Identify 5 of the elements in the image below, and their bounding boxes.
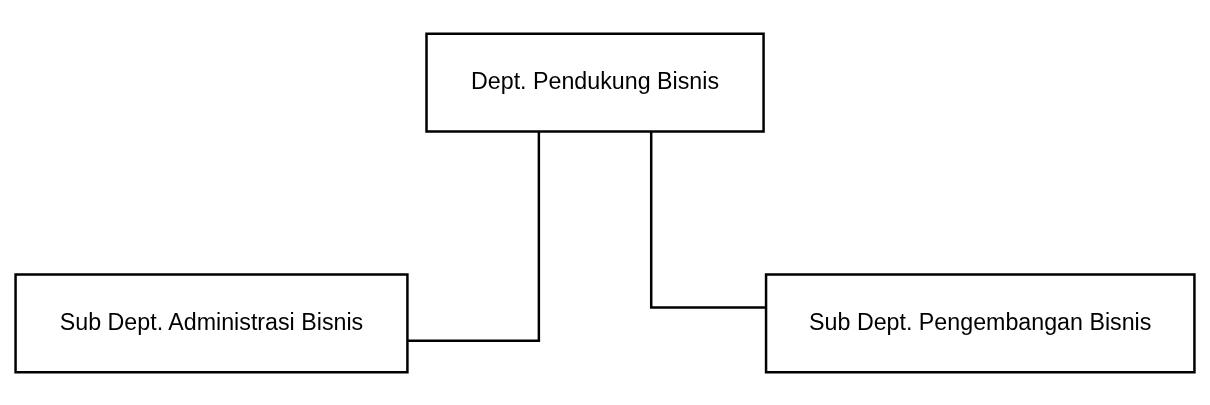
connector [407,131,541,342]
node-box: Dept. Pendukung Bisnis [425,31,765,133]
node-box: Sub Dept. Pengembangan Bisnis [764,272,1196,374]
connector [649,131,766,309]
node-box: Sub Dept. Administrasi Bisnis [14,272,409,374]
